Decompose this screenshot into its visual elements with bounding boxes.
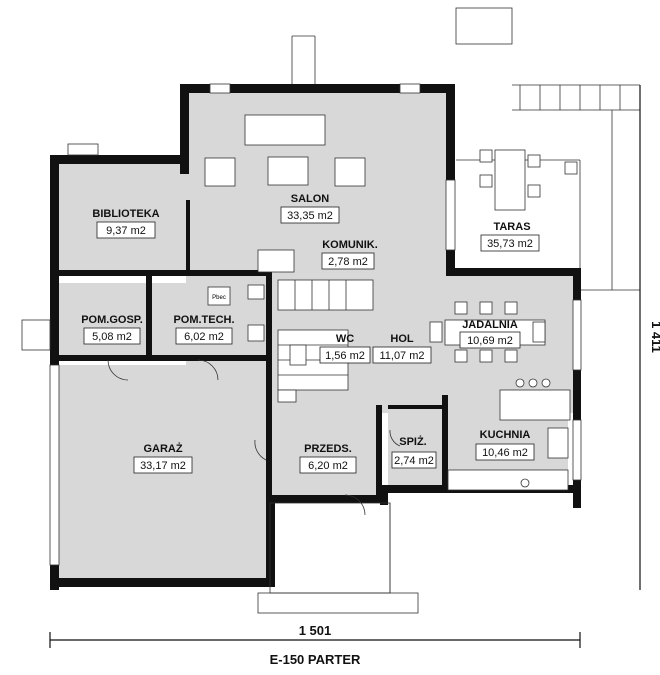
room-area-wc: 1,56 m2 (325, 350, 365, 362)
room-name-biblioteka: BIBLIOTEKA (92, 208, 159, 220)
terrace-furniture (479, 149, 578, 211)
room-area-komunik: 2,78 m2 (328, 256, 368, 268)
kitchen-counters (447, 378, 571, 491)
room-name-komunik: KOMUNIK. (322, 239, 378, 251)
boiler: Pbec (207, 284, 265, 342)
room-area-biblioteka: 9,37 m2 (106, 225, 146, 237)
room-name-spiz: SPIŻ. (399, 435, 427, 448)
room-area-garaz: 33,17 m2 (140, 460, 186, 472)
room-name-garaz: GARAŻ (143, 442, 182, 455)
boiler-label: Pbec (212, 295, 226, 301)
depth-dimension-label: 1 411 (649, 321, 660, 353)
plan-title: E-150 PARTER (270, 652, 361, 667)
room-area-spiz: 2,74 m2 (394, 455, 434, 467)
room-name-przeds: PRZEDS. (304, 443, 352, 455)
windows (49, 83, 582, 566)
room-labels: BIBLIOTEKA 9,37 m2 SALON 33,35 m2 TARAS … (81, 193, 540, 474)
room-area-kuchnia: 10,46 m2 (482, 447, 528, 459)
room-area-jadalnia: 10,69 m2 (467, 335, 513, 347)
dimension-lines (49, 85, 641, 648)
room-name-hol: HOL (390, 333, 414, 345)
room-area-przeds: 6,20 m2 (308, 460, 348, 472)
room-area-pomgosp: 5,08 m2 (92, 331, 132, 343)
room-name-wc: WC (336, 333, 354, 345)
room-name-salon: SALON (291, 193, 330, 205)
room-area-hol: 11,07 m2 (379, 350, 424, 362)
door-swings (107, 359, 401, 516)
room-area-pomtech: 6,02 m2 (184, 331, 224, 343)
room-name-jadalnia: JADALNIA (462, 319, 518, 331)
room-name-pomgosp: POM.GOSP. (81, 314, 143, 326)
room-area-taras: 35,73 m2 (487, 238, 533, 250)
entry-steps (21, 319, 419, 614)
room-name-kuchnia: KUCHNIA (480, 429, 531, 441)
room-name-pomtech: POM.TECH. (173, 314, 234, 326)
wc-fixtures (277, 344, 307, 403)
width-dimension-label: 1 501 (299, 623, 332, 638)
salon-furniture (204, 114, 366, 273)
room-name-taras: TARAS (493, 221, 530, 233)
room-area-salon: 33,35 m2 (287, 210, 333, 222)
